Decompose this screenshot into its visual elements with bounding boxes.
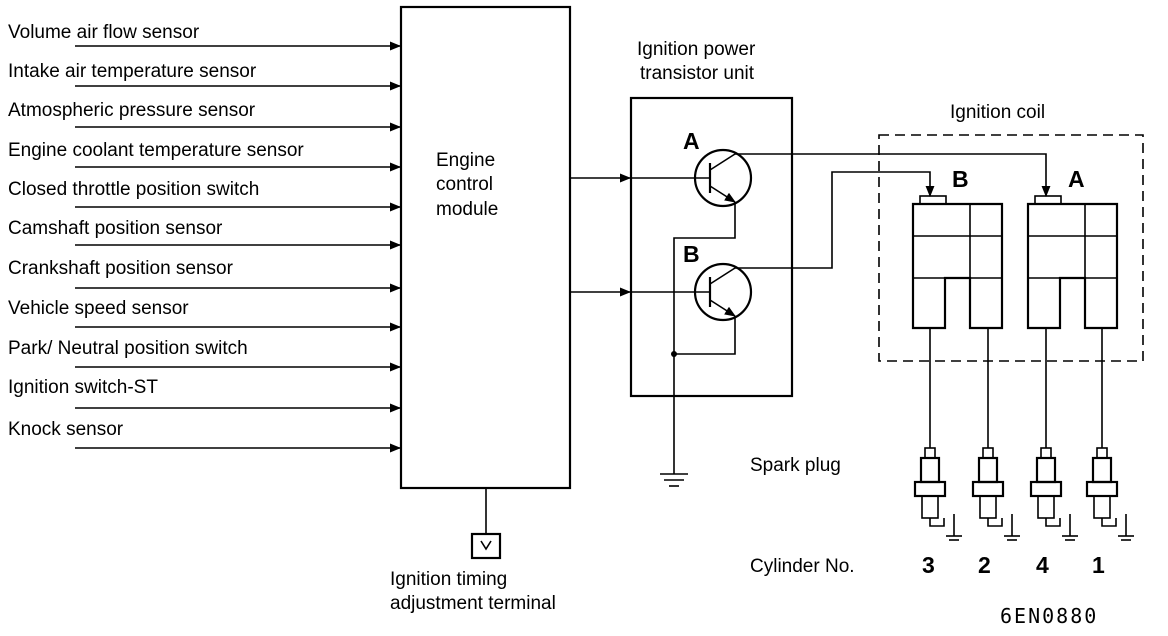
input-label-knock-sensor: Knock sensor: [8, 419, 124, 440]
spark-plug-label: Spark plug: [750, 455, 841, 476]
input-label-volume-air-flow: Volume air flow sensor: [8, 22, 200, 43]
spark-plug-cylinder-4: [1029, 447, 1078, 541]
input-label-closed-throttle: Closed throttle position switch: [8, 179, 259, 200]
input-arrows: [75, 41, 402, 453]
collector-b-to-coil-b: [735, 171, 935, 269]
spark-plug-cylinder-1: [1085, 447, 1134, 541]
transistor-unit-label-line2: transistor unit: [640, 63, 755, 84]
ignition-coil-label: Ignition coil: [950, 102, 1045, 123]
collector-a-to-coil-a: [735, 153, 1051, 198]
cylinder-no-label: Cylinder No.: [750, 556, 855, 577]
coil-a-body: [1026, 195, 1119, 330]
transistor-unit-box: [629, 96, 794, 398]
input-label-intake-air-temp: Intake air temperature sensor: [8, 61, 257, 82]
ignition-coil-b-label: B: [952, 166, 969, 192]
ecm-label-line3: module: [436, 199, 498, 220]
coil-b-body: [911, 195, 1004, 330]
input-label-coolant-temp: Engine coolant temperature sensor: [8, 140, 304, 161]
spark-plug-cylinder-3: [913, 447, 962, 541]
cylinder-number-2: 2: [978, 552, 991, 578]
transistor-unit-label-line1: Ignition power: [637, 39, 756, 60]
cylinder-number-3: 3: [922, 552, 935, 578]
ignition-coil-a-label: A: [1068, 166, 1085, 192]
input-label-park-neutral: Park/ Neutral position switch: [8, 338, 248, 359]
transistor-b-label: B: [683, 241, 700, 267]
transistor-ground-wiring: [660, 202, 736, 487]
timing-terminal-box: [470, 532, 502, 560]
high-tension-wires: [929, 328, 1103, 448]
transistor-a-label: A: [683, 128, 700, 154]
transistor-a-symbol: [630, 148, 753, 208]
figure-code: 6EN0880: [1000, 604, 1098, 628]
input-label-camshaft: Camshaft position sensor: [8, 218, 223, 239]
ecm-label-line1: Engine: [436, 150, 495, 171]
cylinder-number-1: 1: [1092, 552, 1105, 578]
input-label-vehicle-speed: Vehicle speed sensor: [8, 298, 189, 319]
timing-terminal-label-line2: adjustment terminal: [390, 593, 556, 614]
input-label-atmospheric-pressure: Atmospheric pressure sensor: [8, 100, 256, 121]
input-label-ignition-switch-st: Ignition switch-ST: [8, 377, 158, 398]
ignition-coil-dashed-box: [878, 134, 1144, 362]
cylinder-number-4: 4: [1036, 552, 1049, 578]
sensor-input-list: Volume air flow sensor Intake air temper…: [8, 22, 304, 440]
input-label-crankshaft: Crankshaft position sensor: [8, 258, 234, 279]
timing-terminal-arrow-icon: [480, 540, 492, 551]
transistor-b-symbol: [630, 262, 753, 322]
timing-terminal-label-line1: Ignition timing: [390, 569, 507, 590]
ecm-label-line2: control: [436, 174, 493, 195]
engine-control-module-box: [399, 5, 572, 490]
spark-plug-cylinder-2: [971, 447, 1020, 541]
